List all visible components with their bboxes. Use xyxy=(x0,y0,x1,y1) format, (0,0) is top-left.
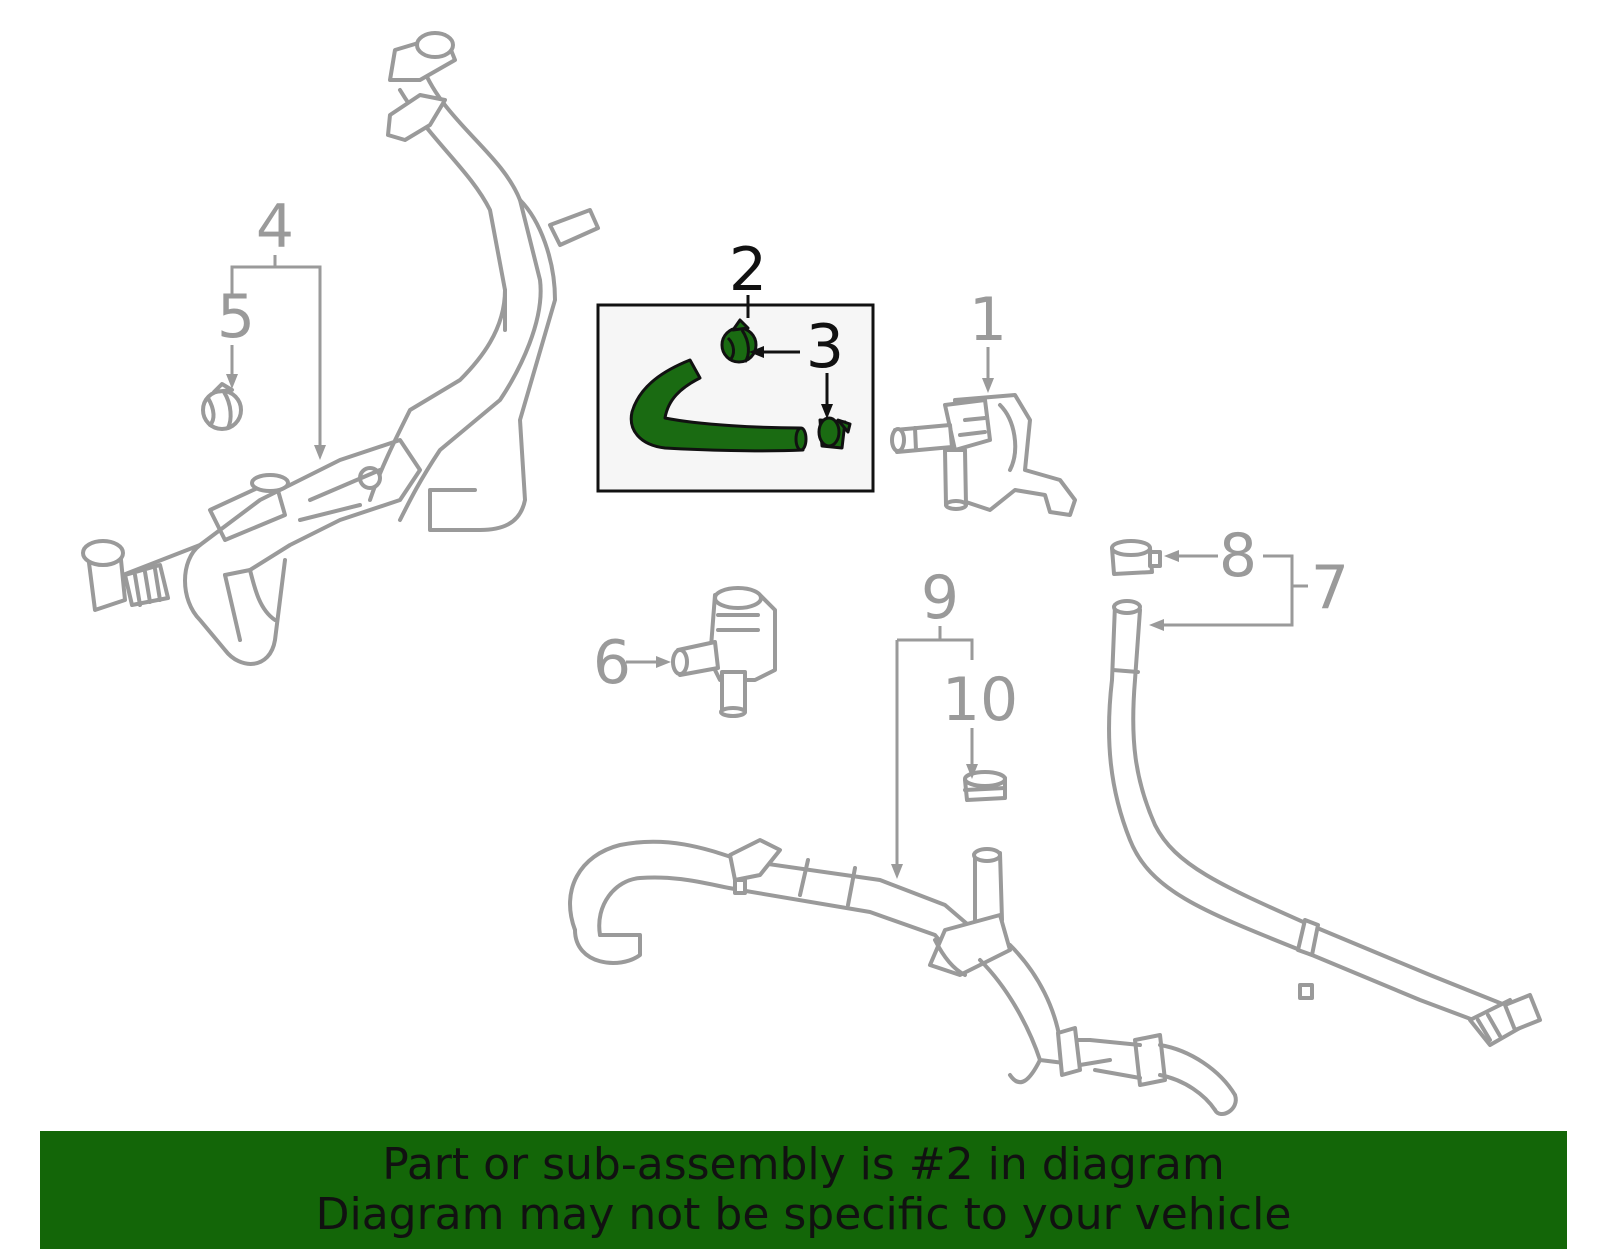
info-banner: Part or sub-assembly is #2 in diagram Di… xyxy=(40,1131,1567,1249)
part-10-clamp[interactable] xyxy=(963,770,1007,802)
part-4-hose-assembly[interactable] xyxy=(81,31,600,666)
part-3-clamp-lower[interactable] xyxy=(817,416,852,450)
highlight-leaders xyxy=(746,295,833,419)
part-3-clamp-top[interactable] xyxy=(720,318,758,364)
callout-6: 6 xyxy=(593,628,631,698)
banner-line-disclaimer: Diagram may not be specific to your vehi… xyxy=(315,1189,1292,1240)
part-7-hose[interactable] xyxy=(1107,599,1542,1047)
callout-1: 1 xyxy=(969,285,1007,355)
part-5-clamp[interactable] xyxy=(201,382,243,431)
callout-3: 3 xyxy=(806,312,844,382)
part-9-hose-assembly[interactable] xyxy=(568,838,1238,1116)
callout-7: 7 xyxy=(1311,553,1349,623)
callout-9: 9 xyxy=(921,563,959,633)
banner-line-part: Part or sub-assembly is #2 in diagram xyxy=(382,1139,1225,1190)
callout-4: 4 xyxy=(256,192,294,262)
part-6-valve[interactable] xyxy=(671,586,777,718)
callout-8: 8 xyxy=(1219,521,1257,591)
callout-5: 5 xyxy=(217,282,255,352)
part-1-pump[interactable] xyxy=(890,393,1077,517)
leaders xyxy=(226,255,1308,879)
part-8-clamp[interactable] xyxy=(1110,539,1162,576)
callout-2: 2 xyxy=(729,235,767,305)
part-2-heater-hose[interactable] xyxy=(629,358,808,453)
callout-10: 10 xyxy=(942,665,1018,735)
